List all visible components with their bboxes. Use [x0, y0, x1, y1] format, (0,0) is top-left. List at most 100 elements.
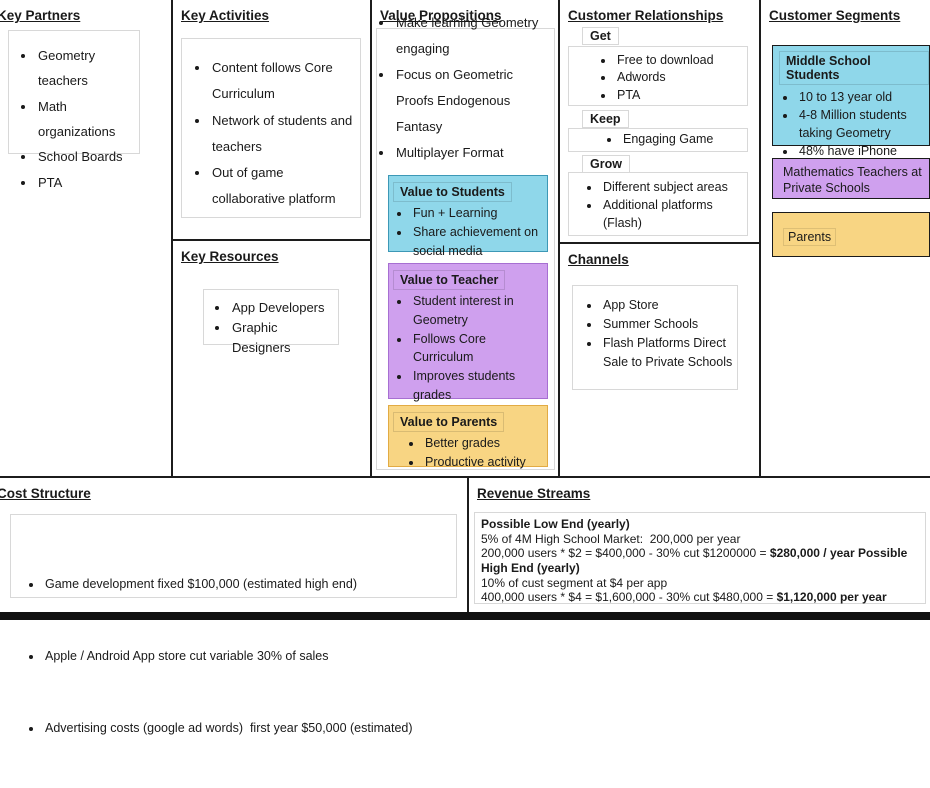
revenue-line-text: 400,000 users * $4 = $1,600,000 - 30% cu… — [481, 590, 777, 605]
key-resources-list: App Developers Graphic Designers — [203, 289, 339, 355]
section-customer-relationships: Customer Relationships Get Free to downl… — [560, 0, 758, 242]
list-item: Graphic Designers — [230, 318, 338, 358]
parents-segment-box: Parents — [772, 212, 930, 257]
revenue-line: 400,000 users * $4 = $1,600,000 - 30% cu… — [481, 590, 923, 605]
grow-list: Different subject areas Additional platf… — [568, 172, 748, 236]
list-item: Additional platforms (Flash) — [601, 197, 747, 233]
section-key-resources: Key Resources App Developers Graphic Des… — [173, 241, 370, 476]
key-activities-title: Key Activities — [181, 8, 270, 23]
get-label: Get — [582, 27, 619, 45]
business-model-canvas: Key Partners Geometry teachers Math orga… — [0, 0, 930, 620]
section-cost-structure: Cost Structure Game development fixed $1… — [0, 478, 467, 735]
list-item: Summer Schools — [601, 315, 737, 334]
list-item: Flash Platforms Direct Sale to Private S… — [601, 334, 737, 372]
revenue-line-text: 10% of cust segment at $4 per app — [481, 575, 668, 590]
list-item: Out of game collaborative platform — [210, 160, 360, 213]
middle-school-students-title: Middle School Students — [779, 51, 929, 85]
list-item: Engaging Game — [621, 131, 747, 147]
revenue-line: Possible Low End (yearly) — [481, 517, 923, 532]
math-teachers-segment-text: Mathematics Teachers at Private Schools — [783, 165, 922, 196]
value-propositions-list: Make learning Geometry engaging Focus on… — [374, 10, 546, 166]
middle-school-students-box: Middle School Students 10 to 13 year old… — [772, 45, 930, 158]
math-teachers-segment-box: Mathematics Teachers at Private Schools — [772, 158, 930, 199]
divider-top-bottom — [0, 476, 930, 478]
value-to-parents-box: Value to Parents Better grades Productiv… — [388, 405, 548, 469]
key-partners-title: Key Partners — [0, 8, 81, 23]
keep-label: Keep — [582, 110, 629, 128]
list-item: Multiplayer Format — [394, 140, 546, 166]
revenue-line-bold: $1,120,000 per year — [776, 590, 887, 605]
list-item: 10 to 13 year old — [797, 88, 929, 106]
list-item: Better grades — [423, 434, 547, 453]
divider-col1-col2 — [171, 0, 173, 477]
list-item: App Developers — [230, 298, 338, 318]
section-channels: Channels App Store Summer Schools Flash … — [560, 244, 758, 476]
divider-col3-col4 — [558, 0, 560, 477]
list-item: Follows Core Curriculum — [411, 330, 547, 368]
key-partners-list: Geometry teachers Math organizations Sch… — [8, 30, 140, 190]
key-activities-list: Content follows Core Curriculum Network … — [181, 38, 361, 218]
list-item: Different subject areas — [601, 179, 747, 197]
list-item: Improves students grades — [411, 367, 547, 405]
list-item: Network of students and teachers — [210, 108, 360, 161]
list-item: Fun + Learning — [411, 204, 547, 223]
list-item: Game development fixed $100,000 (estimat… — [43, 572, 456, 596]
revenue-line-bold: $280,000 / year Possible High End (yearl… — [481, 546, 911, 575]
section-key-activities: Key Activities Content follows Core Curr… — [173, 0, 370, 239]
list-item: 4-8 Million students taking Geometry — [797, 106, 929, 142]
section-revenue-streams: Revenue Streams Possible Low End (yearly… — [469, 478, 930, 611]
section-value-propositions: Value Propositions Make learning Geometr… — [372, 0, 558, 476]
list-item: Make learning Geometry engaging — [394, 10, 546, 62]
divider-activities-resources — [172, 239, 370, 241]
list-item: Advertising costs (google ad words) firs… — [43, 716, 456, 740]
revenue-line-text: 5% of 4M High School Market: 200,000 per… — [481, 531, 741, 546]
get-list: Free to download Adwords PTA — [568, 46, 748, 106]
bottom-edge-bar — [0, 612, 930, 620]
list-item: Adwords — [615, 69, 747, 86]
value-to-teacher-box: Value to Teacher Student interest in Geo… — [388, 263, 548, 402]
parents-segment-text: Parents — [783, 228, 837, 246]
value-to-students-title: Value to Students — [393, 182, 512, 202]
list-item: Apple / Android App store cut variable 3… — [43, 644, 456, 668]
list-item: Student interest in Geometry — [411, 292, 547, 330]
revenue-streams-title: Revenue Streams — [477, 486, 591, 501]
divider-relationships-channels — [559, 242, 759, 244]
cost-structure-title: Cost Structure — [0, 486, 91, 501]
value-to-parents-title: Value to Parents — [393, 412, 505, 432]
revenue-streams-detail: Possible Low End (yearly) 5% of 4M High … — [474, 512, 926, 604]
channels-title: Channels — [568, 252, 629, 267]
customer-segments-title: Customer Segments — [769, 8, 901, 23]
list-item: Productive activity — [423, 453, 547, 472]
value-to-students-box: Value to Students Fun + Learning Share a… — [388, 175, 548, 258]
revenue-line-bold: Possible Low End (yearly) — [481, 517, 630, 531]
list-item: Math organizations — [36, 94, 139, 145]
revenue-line: 10% of cust segment at $4 per app — [481, 576, 923, 591]
value-propositions-title: Value Propositions — [380, 8, 502, 23]
list-item: Geometry teachers — [36, 43, 139, 94]
revenue-line-text: 200,000 users * $2 = $400,000 - 30% cut … — [481, 546, 770, 561]
cost-structure-list: Game development fixed $100,000 (estimat… — [10, 514, 457, 735]
list-item: PTA — [36, 170, 139, 195]
divider-col2-col3 — [370, 0, 372, 477]
key-resources-title: Key Resources — [181, 249, 279, 264]
list-item: Share achievement on social media — [411, 223, 547, 261]
revenue-line: 5% of 4M High School Market: 200,000 per… — [481, 532, 923, 547]
list-item: Free to download — [615, 52, 747, 69]
list-item: Focus on Geometric Proofs Endogenous Fan… — [394, 62, 546, 140]
section-customer-segments: Customer Segments Middle School Students… — [761, 0, 930, 476]
grow-label: Grow — [582, 155, 630, 173]
value-to-teacher-title: Value to Teacher — [393, 270, 506, 290]
list-item: Content follows Core Curriculum — [210, 55, 360, 108]
channels-list: App Store Summer Schools Flash Platforms… — [572, 285, 738, 390]
revenue-line: 200,000 users * $2 = $400,000 - 30% cut … — [481, 546, 923, 575]
divider-cost-revenue — [467, 478, 469, 612]
list-item: PTA — [615, 87, 747, 104]
list-item: App Store — [601, 296, 737, 315]
divider-col4-col5 — [759, 0, 761, 477]
value-propositions-frame — [376, 28, 555, 470]
keep-list: Engaging Game — [568, 128, 748, 152]
list-item: 48% have iPhone — [797, 142, 929, 160]
customer-relationships-title: Customer Relationships — [568, 8, 724, 23]
section-key-partners: Key Partners Geometry teachers Math orga… — [0, 0, 171, 476]
list-item: School Boards — [36, 144, 139, 169]
